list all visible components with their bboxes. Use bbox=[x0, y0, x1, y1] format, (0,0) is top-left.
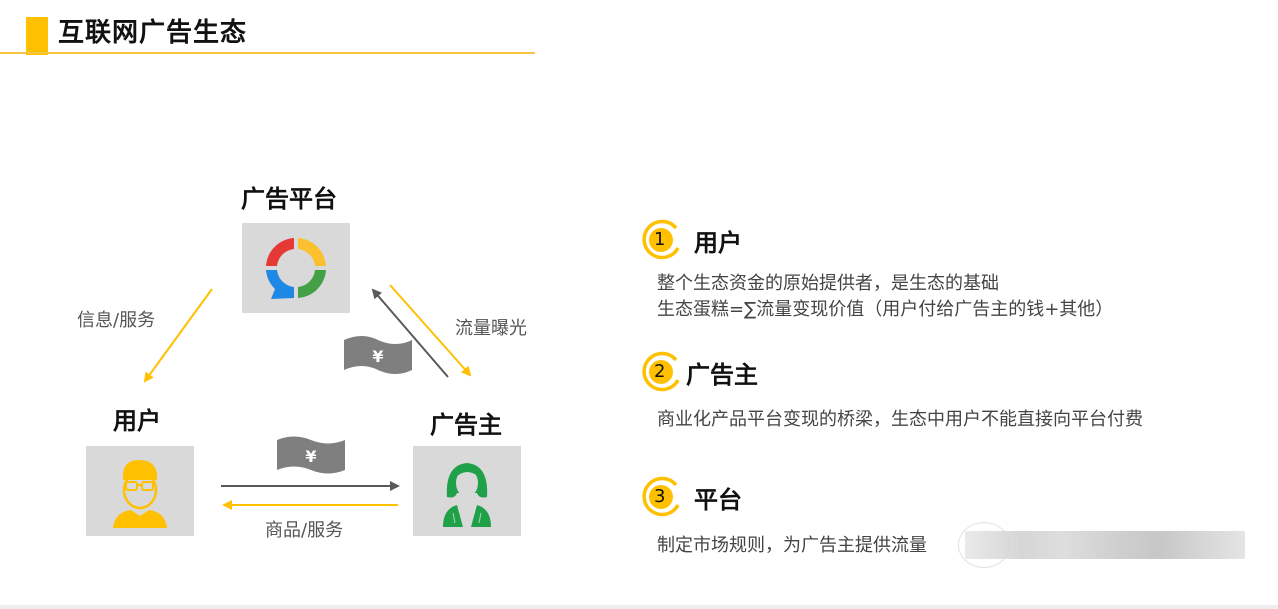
money-flag-icon: ¥ bbox=[344, 336, 412, 374]
title-accent-bar bbox=[26, 17, 48, 55]
svg-text:¥: ¥ bbox=[372, 347, 383, 366]
arrow-platform-to-user bbox=[143, 288, 213, 383]
arrow-advertiser-to-platform bbox=[371, 288, 449, 378]
money-flag-icon: ¥ bbox=[277, 436, 345, 474]
item-2-header: 2 广告主 bbox=[640, 350, 758, 394]
advertiser-node bbox=[413, 446, 521, 536]
user-with-glasses-icon bbox=[113, 460, 167, 528]
colorful-ring-chat-icon bbox=[266, 238, 326, 299]
title-underline bbox=[0, 52, 535, 54]
platform-node bbox=[242, 223, 350, 313]
item-3-desc-line-1: 制定市场规则，为广告主提供流量 bbox=[657, 535, 927, 556]
user-label: 用户 bbox=[113, 407, 161, 435]
user-node bbox=[86, 446, 194, 536]
woman-avatar-icon bbox=[443, 463, 491, 527]
item-1-desc-line-1: 整个生态资金的原始提供者，是生态的基础 bbox=[657, 273, 999, 294]
arrow-platform-to-advertiser bbox=[389, 284, 472, 377]
edge-label-info-service: 信息/服务 bbox=[77, 310, 156, 331]
item-1-header: 1 用户 bbox=[640, 218, 742, 262]
item-2-desc-line-1: 商业化产品平台变现的桥梁，生态中用户不能直接向平台付费 bbox=[657, 409, 1143, 430]
number-badge-icon: 3 bbox=[640, 475, 684, 519]
item-1-desc-line-2: 生态蛋糕=∑流量变现价值（用户付给广告主的钱+其他） bbox=[657, 299, 1114, 320]
page-title: 互联网广告生态 bbox=[58, 18, 248, 48]
item-1-title: 用户 bbox=[694, 228, 742, 257]
item-3-header: 3 平台 bbox=[640, 475, 742, 519]
number-badge-icon: 1 bbox=[640, 218, 684, 262]
item-2-title: 广告主 bbox=[686, 360, 758, 389]
platform-label: 广告平台 bbox=[241, 185, 337, 213]
advertiser-label: 广告主 bbox=[430, 411, 502, 439]
blurred-watermark bbox=[965, 531, 1245, 559]
item-3-title: 平台 bbox=[694, 485, 742, 514]
bottom-border bbox=[0, 605, 1278, 609]
number-badge-icon: 2 bbox=[640, 350, 684, 394]
edge-label-goods-service: 商品/服务 bbox=[265, 520, 344, 541]
edge-label-traffic-exposure: 流量曝光 bbox=[455, 318, 527, 339]
svg-text:¥: ¥ bbox=[305, 447, 316, 466]
